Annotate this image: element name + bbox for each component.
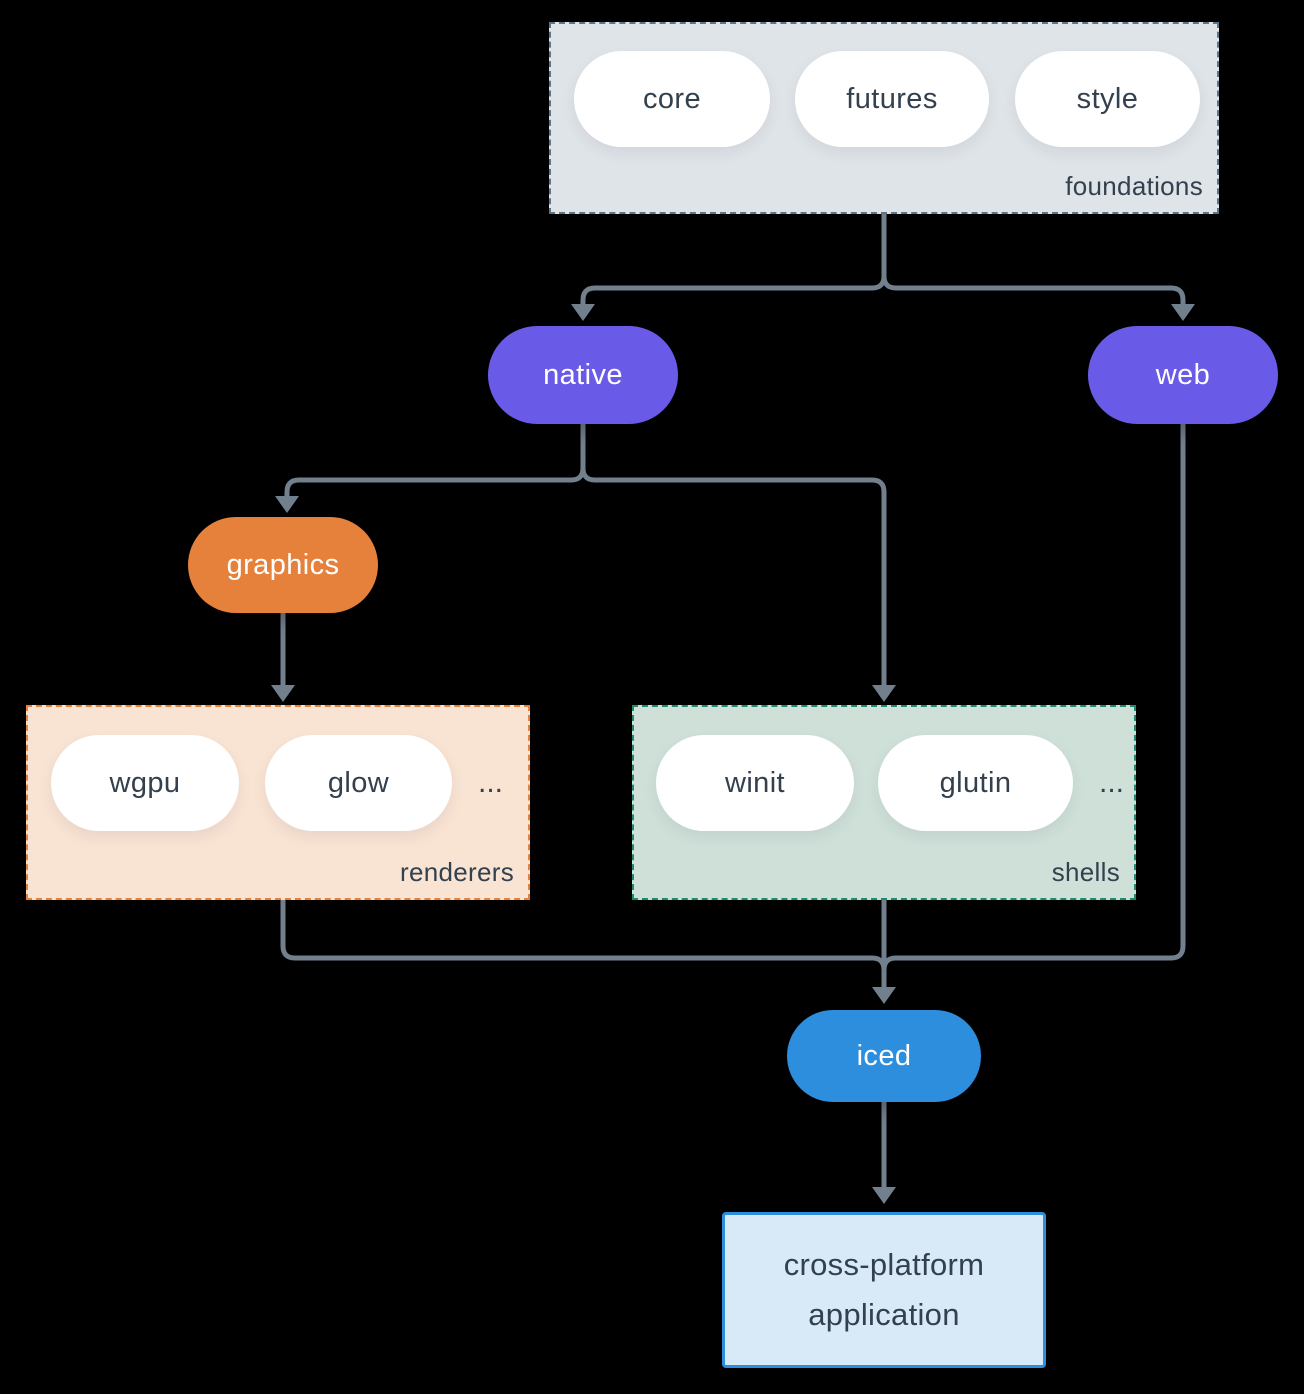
node-native-label: native <box>543 358 623 391</box>
node-winit-label: winit <box>724 766 785 799</box>
node-style: style <box>1015 51 1200 147</box>
node-web-label: web <box>1155 358 1211 391</box>
node-graphics-label: graphics <box>226 548 340 581</box>
edge-native-shells <box>580 465 887 689</box>
node-iced: iced <box>787 1010 981 1102</box>
node-glow-label: glow <box>327 766 390 799</box>
edge-foundations-web <box>881 273 1186 308</box>
node-application-label: cross-platform application <box>783 1247 985 1332</box>
group-renderers: wgpu glow ... renderers <box>26 705 530 900</box>
group-foundations: core futures style foundations <box>549 22 1219 214</box>
node-glutin: glutin <box>878 735 1073 831</box>
arrowhead-iced <box>872 987 896 1004</box>
node-glow: glow <box>265 735 452 831</box>
group-shells-label: shells <box>1051 857 1120 887</box>
node-wgpu: wgpu <box>51 735 239 831</box>
group-renderers-label: renderers <box>400 857 514 887</box>
node-futures-label: futures <box>846 82 938 115</box>
node-cross-platform-application: cross-platform application <box>722 1212 1046 1368</box>
node-glutin-label: glutin <box>939 766 1012 799</box>
node-core-label: core <box>642 82 701 115</box>
shells-ellipsis: ... <box>1099 766 1125 799</box>
node-wgpu-label: wgpu <box>109 766 181 799</box>
node-iced-label: iced <box>856 1039 912 1072</box>
node-futures: futures <box>795 51 989 147</box>
arrowhead-web <box>1171 304 1195 321</box>
edge-native-graphics <box>284 421 586 500</box>
arrowhead-renderers <box>271 685 295 702</box>
node-style-label: style <box>1076 82 1139 115</box>
node-web: web <box>1088 326 1278 424</box>
group-shells: winit glutin ... shells <box>632 705 1136 900</box>
node-core: core <box>574 51 770 147</box>
node-winit: winit <box>656 735 854 831</box>
renderers-ellipsis: ... <box>478 766 504 799</box>
node-graphics: graphics <box>188 517 378 613</box>
edge-foundations-native <box>580 211 887 308</box>
arrowhead-graphics <box>275 496 299 513</box>
arrowhead-application <box>872 1187 896 1204</box>
arrowhead-native <box>571 304 595 321</box>
group-foundations-label: foundations <box>1065 171 1203 201</box>
arrowhead-shells <box>872 685 896 702</box>
edge-renderers-iced <box>280 897 887 973</box>
node-native: native <box>488 326 678 424</box>
